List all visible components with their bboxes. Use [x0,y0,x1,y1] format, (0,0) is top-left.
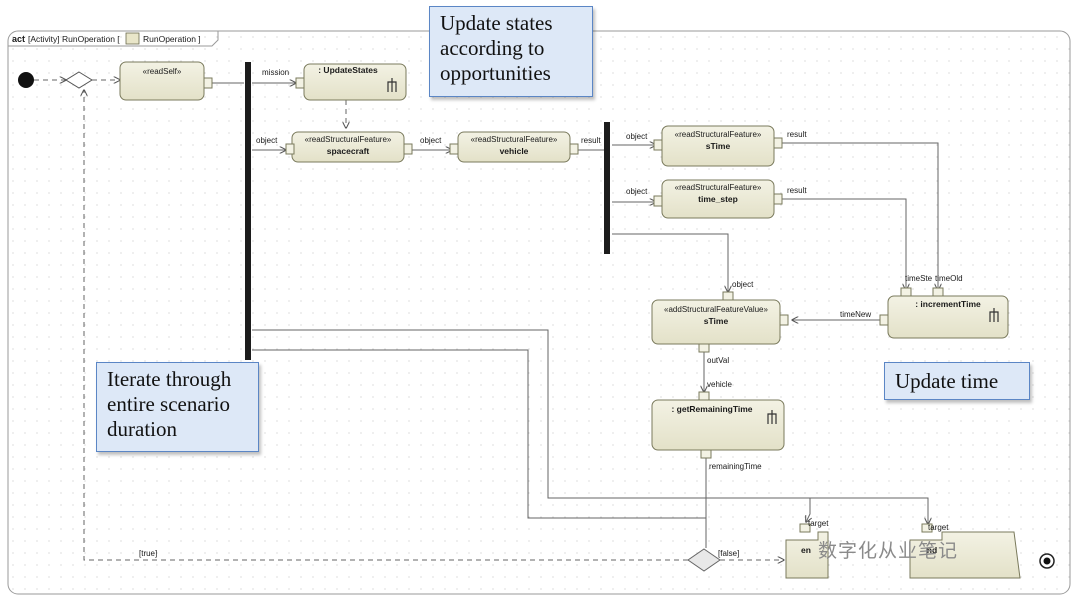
read-self-stereotype: «readSelf» [143,67,182,76]
spacecraft-stereotype: «readStructuralFeature» [305,135,392,144]
pin-label-result-stime: result [787,130,807,139]
callout-update-states: Update states according to opportunities [429,6,593,97]
guard-true: [true] [139,549,157,558]
update-states-name: : UpdateStates [318,65,378,75]
pin-label-object-spacecraft: object [256,136,278,145]
pin-label-object-stime: object [626,132,648,141]
callout-iterate: Iterate through entire scenario duration [96,362,259,452]
final-node-dot [1043,557,1051,565]
merge-node [65,71,93,89]
stime-name: sTime [706,141,731,151]
time-step-stereotype: «readStructuralFeature» [675,183,762,192]
rake-icon [387,78,397,92]
get-remaining-time-name: : getRemainingTime [671,404,752,414]
pin-label-mission: mission [262,68,289,77]
initial-node [18,72,34,88]
pin-label-time-step-in: timeSte [905,274,933,283]
pin-label-target-right: target [928,523,949,532]
callout-update-time: Update time [884,362,1030,400]
frame-tab [8,31,219,47]
end-right-name: nd [927,545,937,555]
flow-true-loop [84,90,688,561]
action-end-right[interactable] [909,531,1021,579]
rake-icon [989,308,999,322]
fork-bar-vehicle [604,122,610,254]
time-step-name: time_step [698,194,738,204]
pin-label-result-time-step: result [787,186,807,195]
frame-title: [Activity] RunOperation [ [28,34,120,44]
pin-label-object-add: object [732,280,754,289]
fork-bar-main [245,62,251,360]
activity-ref-icon [125,32,140,45]
frame-kind: act [12,34,25,44]
frame-ref: RunOperation ] [143,34,201,44]
decision-node [687,548,721,572]
pin-label-vehicle-in: vehicle [707,380,732,389]
spacecraft-name: spacecraft [327,146,370,156]
add-stime-name: sTime [704,316,729,326]
pins [203,77,944,533]
pin-label-object-time-step: object [626,187,648,196]
action-get-remaining-time[interactable] [651,399,785,451]
pin-label-target-left: target [808,519,829,528]
pin-label-remaining-time: remainingTime [709,462,762,471]
rake-icon [767,410,777,424]
pin-label-out-val: outVal [707,356,729,365]
pin-label-object-vehicle: object [420,136,442,145]
pin-label-time-new: timeNew [840,310,871,319]
stime-stereotype: «readStructuralFeature» [675,130,762,139]
end-left-name: en [801,545,811,555]
vehicle-stereotype: «readStructuralFeature» [471,135,558,144]
watermark: 数字化从业笔记 [818,540,959,562]
add-stime-stereotype: «addStructuralFeatureValue» [664,305,768,314]
pin-label-result-vehicle: result [581,136,601,145]
vehicle-name: vehicle [500,146,529,156]
guard-false: [false] [718,549,739,558]
pin-label-time-old-in: timeOld [935,274,963,283]
action-end-left[interactable] [785,531,829,579]
increment-time-name: : incrementTime [915,299,981,309]
